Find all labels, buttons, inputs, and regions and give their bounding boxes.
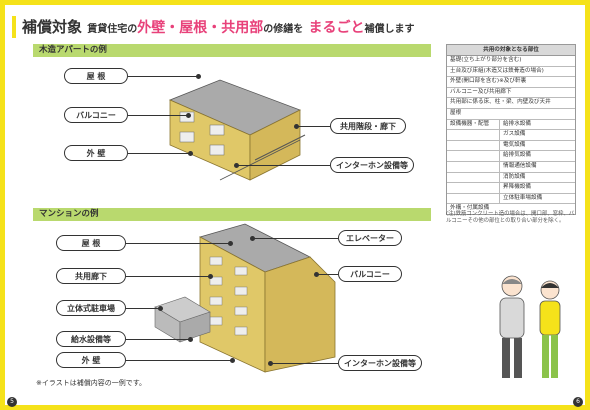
- mansion-balcony-leader: [316, 274, 338, 275]
- equipment-label: 設備機器・配管: [447, 119, 500, 130]
- wood-apartment-illustration: [168, 79, 306, 181]
- wood-stairs-leader: [296, 126, 330, 127]
- table-row: 外構・付属設備: [450, 205, 490, 212]
- wood-wall-label: 外 壁: [64, 145, 128, 161]
- table-header: 共用の対象となる部位: [447, 45, 575, 56]
- table-row: 消防設備: [447, 172, 575, 184]
- table-row: 設備機器・配管給排水設備: [447, 119, 575, 131]
- wood-wall-dot: [188, 151, 193, 156]
- table-row: 土台及び床組(木造又は鉄骨造の場合): [447, 67, 575, 78]
- wood-roof-dot: [196, 74, 201, 79]
- mansion-parking-dot: [158, 306, 163, 311]
- mansion-corridor-dot: [208, 274, 213, 279]
- wood-balcony-label: バルコニー: [64, 107, 128, 123]
- mansion-balcony-dot: [314, 272, 319, 277]
- table-row: 昇降機設備: [447, 183, 575, 194]
- wood-stairs-label: 共用階段・廊下: [330, 118, 406, 134]
- page-number-right: 6: [573, 397, 583, 407]
- mansion-roof-leader: [126, 243, 230, 244]
- table-row: 屋根: [447, 109, 575, 120]
- wood-roof-leader: [128, 76, 198, 77]
- mansion-illustration: [154, 223, 336, 373]
- table-row: 共用部に係る床、柱・梁、内壁及び天井: [447, 98, 575, 109]
- illustration-note: ※イラストは補償内容の一例です。: [36, 379, 147, 387]
- wood-balcony-dot: [186, 113, 191, 118]
- mansion-parking-leader: [126, 308, 160, 309]
- mansion-intercom-label: インターホン設備等: [338, 355, 422, 371]
- mansion-elevator-leader: [252, 238, 338, 239]
- table-row: 基礎(立ち上がり部分を含む): [447, 56, 575, 67]
- wood-intercom-label: インターホン設備等: [330, 157, 414, 173]
- mansion-intercom-dot: [268, 361, 273, 366]
- people-illustration: [499, 275, 561, 378]
- mansion-section-heading: マンションの例: [33, 208, 431, 221]
- wood-balcony-leader: [128, 115, 188, 116]
- mansion-corridor-leader: [126, 276, 210, 277]
- mansion-wall-label: 外 壁: [56, 352, 126, 368]
- mansion-wall-dot: [230, 358, 235, 363]
- mansion-wall-leader: [126, 360, 232, 361]
- mansion-water-leader: [126, 339, 190, 340]
- wood-section-heading: 木造アパートの例: [33, 44, 431, 57]
- wood-wall-leader: [128, 153, 190, 154]
- table-row: 立体駐車場設備: [447, 193, 575, 205]
- wood-stairs-dot: [294, 124, 299, 129]
- mansion-water-dot: [188, 337, 193, 342]
- mansion-elevator-label: エレベーター: [338, 230, 402, 246]
- table-row: 外壁(開口部を含む)※及び軒裏: [447, 77, 575, 88]
- mansion-roof-dot: [228, 241, 233, 246]
- page-title: 補償対象 賃貸住宅の外壁・屋根・共用部の修繕を まるごと補償します: [22, 18, 415, 36]
- table-row: ガス設備: [447, 130, 575, 141]
- wood-intercom-leader: [236, 165, 330, 166]
- table-row: 給排気設備: [447, 151, 575, 162]
- covered-parts-table: 共用の対象となる部位 基礎(立ち上がり部分を含む) 土台及び床組(木造又は鉄骨造…: [446, 44, 576, 215]
- mansion-water-label: 給水設備等: [56, 331, 126, 347]
- wood-intercom-dot: [234, 163, 239, 168]
- table-row: バルコニー及び共用廊下: [447, 88, 575, 99]
- mansion-corridor-label: 共用廊下: [56, 268, 126, 284]
- mansion-balcony-label: バルコニー: [338, 266, 402, 282]
- mansion-parking-label: 立体式駐車場: [56, 300, 126, 316]
- page-number-left: 5: [7, 397, 17, 407]
- title-accent-bar: [12, 16, 16, 38]
- table-row: 電気設備: [447, 140, 575, 152]
- mansion-roof-label: 屋 根: [56, 235, 126, 251]
- table-footnote: (注)鉄筋コンクリート造の場合は、開口部、窓枠、バルコニーその他の部位との取り合…: [446, 211, 575, 224]
- table-row: 情報通信設備: [447, 161, 575, 173]
- mansion-intercom-leader: [270, 363, 338, 364]
- wood-roof-label: 屋 根: [64, 68, 128, 84]
- mansion-elevator-dot: [250, 236, 255, 241]
